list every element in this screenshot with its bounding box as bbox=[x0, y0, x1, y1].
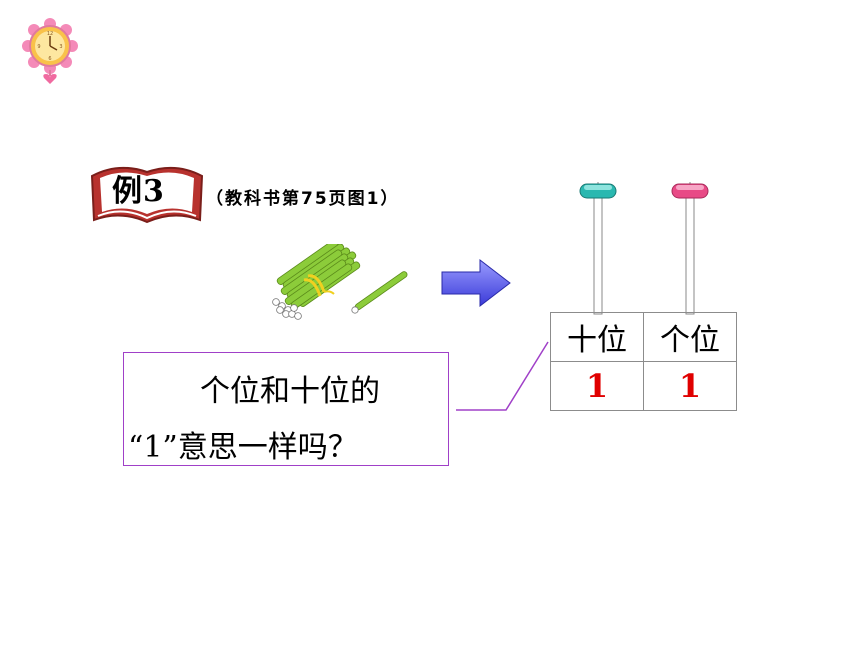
tens-rod bbox=[579, 182, 617, 315]
counting-rods bbox=[579, 182, 709, 315]
book-badge-icon bbox=[90, 166, 204, 224]
svg-text:9: 9 bbox=[37, 44, 40, 50]
place-value-table: 十位 个位 1 1 bbox=[550, 312, 737, 411]
question-box bbox=[123, 352, 449, 466]
svg-text:12: 12 bbox=[47, 31, 53, 37]
textbook-reference: （教科书第75页图1） bbox=[206, 189, 400, 209]
ones-header: 个位 bbox=[643, 312, 737, 362]
question-line-1: 个位和十位的 bbox=[200, 374, 380, 409]
tens-value: 1 bbox=[550, 361, 644, 411]
stick-bundle-icon bbox=[272, 244, 361, 320]
example-label: 例3 bbox=[112, 174, 165, 209]
callout-connector bbox=[456, 341, 549, 411]
ones-rod bbox=[671, 182, 709, 315]
svg-text:3: 3 bbox=[59, 44, 62, 50]
svg-text:6: 6 bbox=[48, 56, 51, 62]
sticks-illustration bbox=[272, 244, 408, 320]
question-line-2: “1”意思一样吗？ bbox=[128, 430, 358, 465]
arrow-right-icon bbox=[441, 258, 511, 308]
single-stick-icon bbox=[351, 271, 408, 314]
ones-value: 1 bbox=[643, 361, 737, 411]
tens-header: 十位 bbox=[550, 312, 644, 362]
clock-icon: 12 3 6 9 bbox=[22, 18, 78, 84]
